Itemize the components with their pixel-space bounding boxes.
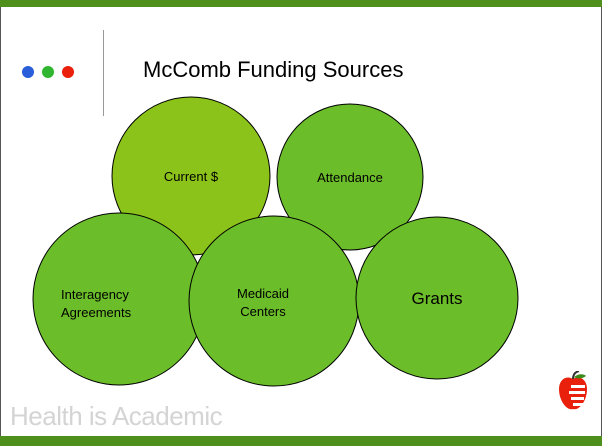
circle-grants-shape [355,216,519,380]
slide-title: McComb Funding Sources [143,57,404,82]
circle-interagency-label-line1: Interagency [61,287,129,302]
circle-medicaid-shape [188,215,360,387]
circle-grants-label: Grants [411,289,462,308]
apple-logo-icon [557,370,589,418]
circle-interagency: Interagency Agreements [32,212,206,386]
bullet-dots [22,66,74,78]
blue-dot [22,66,34,78]
circle-current-label: Current $ [164,169,219,184]
circle-attendance: Attendance [276,103,424,251]
circle-medicaid-label-line1: Medicaid [237,286,289,301]
red-dot [62,66,74,78]
circle-medicaid: Medicaid Centers [188,215,360,387]
circle-attendance-shape [276,103,424,251]
circle-attendance-label: Attendance [317,170,383,185]
title-divider [103,30,104,116]
circle-grants: Grants [355,216,519,380]
bottom-accent-bar [0,436,602,446]
circle-medicaid-label-line2: Centers [240,304,286,319]
green-dot [42,66,54,78]
circle-interagency-label-line2: Agreements [61,305,132,320]
top-accent-bar [0,0,602,7]
footer-tagline: Health is Academic [10,401,223,431]
